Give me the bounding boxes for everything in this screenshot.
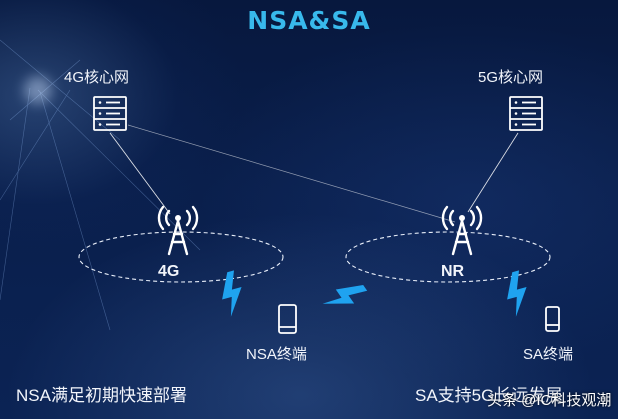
smartphone-icon (545, 306, 560, 332)
link-core4g-to-nr (127, 124, 456, 223)
page-title: NSA&SA (247, 6, 371, 35)
base-station-4g-label: 4G (158, 263, 180, 280)
sa-caption: SA支持5G长远发展 (415, 386, 563, 405)
base-station-nr-label: NR (441, 263, 465, 280)
core-4g-label: 4G核心网 (64, 69, 130, 86)
lightning-icon (507, 270, 527, 317)
background-glow (24, 76, 52, 104)
lightning-icon (322, 285, 368, 304)
cell-tower-icon (441, 205, 483, 256)
cell-tower-icon (157, 205, 199, 256)
core-5g-label: 5G核心网 (478, 69, 544, 86)
watermark: 头条 @IC科技观潮 (487, 392, 612, 409)
coverage-area-nr (345, 231, 551, 283)
lightning-icon (222, 270, 242, 317)
link-core4g-to-4g (109, 132, 171, 215)
connection-lines (109, 124, 519, 223)
server-icon (509, 96, 543, 131)
server-icon (93, 96, 127, 131)
coverage-area-4g (78, 231, 284, 283)
sa-terminal-label: SA终端 (523, 346, 574, 363)
nsa-terminal-label: NSA终端 (246, 346, 307, 363)
smartphone-icon (278, 304, 297, 334)
nsa-caption: NSA满足初期快速部署 (16, 386, 187, 405)
link-core5g-to-nr (467, 132, 519, 213)
